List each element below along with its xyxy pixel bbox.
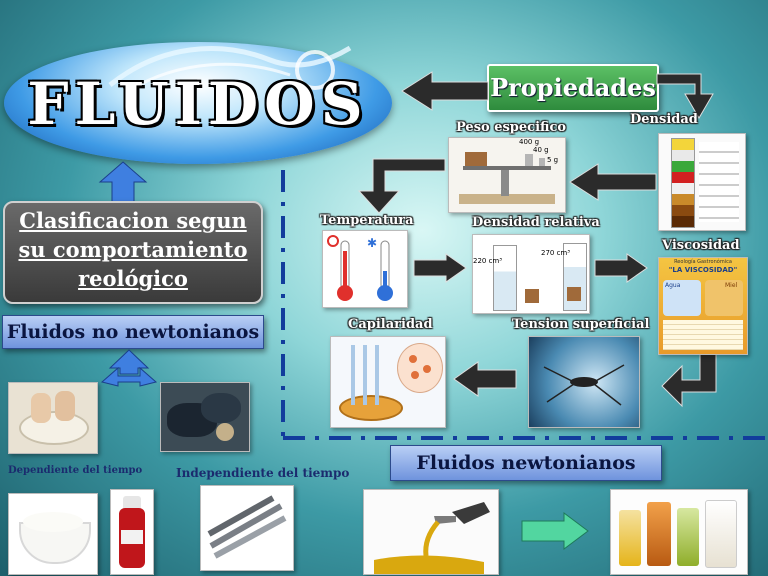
scale-photo: 400 g 40 g 5 g [448,137,566,213]
dough-photo [8,382,98,454]
label-densidad: Densidad [630,112,698,127]
left-arrow-tension-icon [453,361,517,397]
time-independent-label: Independiente del tiempo [176,466,350,480]
label-temperatura: Temperatura [320,213,414,228]
capillarity-photo [330,336,446,428]
down-arrow-to-density-icon [656,73,714,119]
label-viscosidad: Viscosidad [662,238,740,253]
viscosity-label-a: Agua [665,282,681,289]
cylinders-photo: 220 cm³ 270 cm³ [472,234,590,314]
cylinder-volume-2: 270 cm³ [541,249,571,257]
page-title: FLUIDOS [27,70,369,138]
thermometers-photo: ✱ [322,230,408,308]
time-dependent-label: Dependiente del tiempo [8,465,143,476]
non-newtonian-banner: Fluidos no newtonianos [2,315,264,349]
viscosity-top-text: Reología Gastronómica [674,259,732,265]
green-arrow-icon [521,512,589,550]
branch-arrows-icon [100,349,158,387]
label-densidad-relativa: Densidad relativa [472,215,600,230]
classification-line-1: Clasificacion segun [19,208,247,233]
properties-header: Propiedades [487,64,659,112]
label-peso-especifico: Peso especifico [456,120,567,135]
svg-text:✱: ✱ [367,236,377,250]
newtonian-banner: Fluidos newtonianos [390,445,662,481]
left-arrow-density-icon [569,163,657,201]
tar-photo [160,382,250,452]
turn-arrow-peso-icon [357,158,446,214]
water-splash-icon [108,45,352,92]
viscosity-photo: Reología Gastronómica "LA VISCOSIDAD" Ag… [658,257,748,355]
ketchup-photo [110,489,154,575]
viscosity-label-b: Miel [725,282,738,289]
scale-mass-2: 40 g [533,146,549,154]
right-arrow-temp-icon [413,253,467,283]
left-arrow-to-title-icon [401,71,489,111]
classification-box: Clasificacion segun su comportamiento re… [3,201,263,304]
left-arrow-visc-icon [594,253,648,283]
label-capilaridad: Capilaridad [348,317,433,332]
oil-pump-photo [363,489,499,575]
scale-mass-1: 400 g [519,138,540,146]
density-column-photo [658,133,746,231]
turn-arrow-visc-icon [661,353,717,408]
title-ellipse [4,42,392,164]
yogurt-photo [8,493,98,575]
classification-line-3: reológico [78,266,188,291]
scale-mass-3: 5 g [547,156,559,164]
viscosity-title-text: "LA VISCOSIDAD" [668,266,738,274]
surface-tension-photo [528,336,640,428]
cylinder-volume-1: 220 cm³ [473,257,503,265]
up-arrow-icon [98,161,148,204]
rods-photo [200,485,294,571]
liquids-photo [610,489,748,575]
label-tension-superficial: Tension superficial [512,317,650,332]
classification-line-2: su comportamiento [18,237,248,262]
